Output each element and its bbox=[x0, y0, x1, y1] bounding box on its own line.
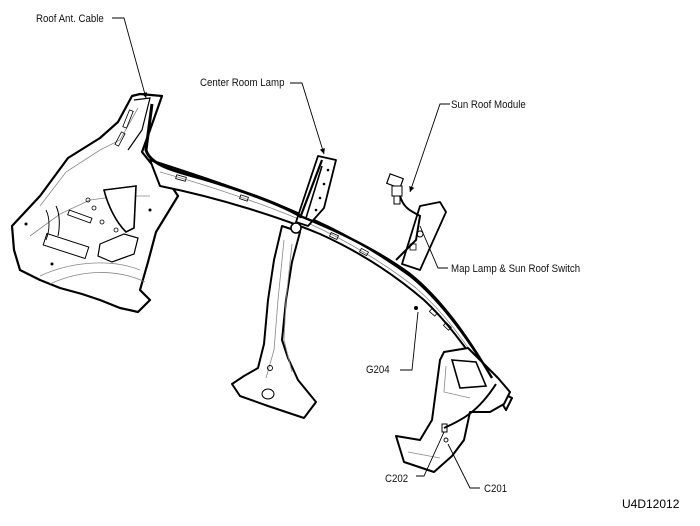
sun-roof-module bbox=[385, 173, 405, 205]
callout-sun-roof-module: Sun Roof Module bbox=[451, 99, 526, 111]
c201-connector bbox=[443, 437, 449, 443]
c202-connector bbox=[441, 423, 448, 433]
callout-roof-ant-cable: Roof Ant. Cable bbox=[36, 13, 104, 25]
g204-ground-point bbox=[414, 306, 418, 310]
callout-c201: C201 bbox=[484, 483, 508, 495]
wiring-harness bbox=[144, 103, 497, 429]
callout-map-lamp-sun-roof-switch: Map Lamp & Sun Roof Switch bbox=[451, 263, 581, 275]
leader-lines bbox=[112, 17, 480, 489]
rear-quarter-panel bbox=[10, 92, 180, 314]
a-pillar-lower bbox=[395, 347, 511, 473]
b-pillar bbox=[231, 225, 317, 419]
callout-g204: G204 bbox=[366, 364, 390, 376]
callout-center-room-lamp: Center Room Lamp bbox=[200, 77, 285, 89]
junction-clip bbox=[290, 222, 302, 234]
drawing-id: U4D12012 bbox=[622, 497, 680, 511]
callout-c202: C202 bbox=[385, 473, 409, 485]
roof-cross-member bbox=[295, 155, 337, 227]
